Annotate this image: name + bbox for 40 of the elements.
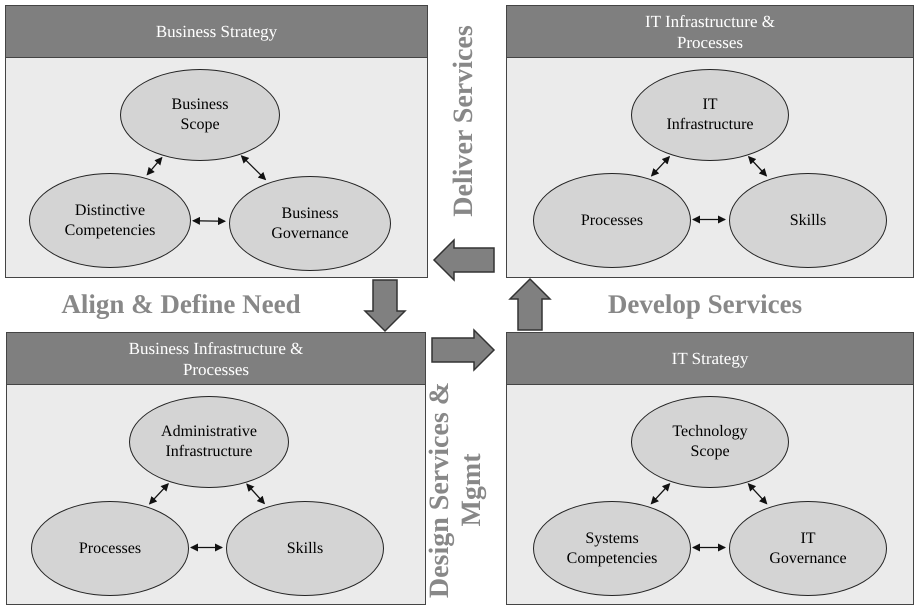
- block-arrow: [431, 328, 496, 372]
- panel-header: IT Infrastructure & Processes: [507, 6, 913, 58]
- double-arrow: [650, 483, 670, 504]
- panel: [6, 332, 426, 605]
- double-arrow: [192, 216, 226, 226]
- double-arrow: [148, 483, 169, 505]
- double-arrow: [246, 483, 266, 504]
- ellipse-node: Business Scope: [120, 69, 280, 161]
- double-arrow: [650, 156, 670, 177]
- panel: [506, 5, 914, 278]
- double-arrow: [146, 156, 162, 176]
- phase-label: Align & Define Need: [60, 288, 302, 321]
- ellipse-node: Distinctive Competencies: [29, 173, 191, 268]
- phase-label: Develop Services: [606, 288, 804, 321]
- ellipse-node: Processes: [533, 173, 691, 268]
- panel-header: Business Infrastructure & Processes: [7, 333, 425, 385]
- ellipse-node: Business Governance: [229, 176, 391, 271]
- double-arrow: [692, 216, 726, 224]
- rotated-label: Deliver Services: [447, 24, 480, 219]
- block-arrow: [432, 238, 495, 282]
- ellipse-node: Systems Competencies: [533, 501, 691, 596]
- panel-header: Business Strategy: [6, 6, 427, 58]
- ellipse-node: Skills: [226, 501, 384, 596]
- ellipse-node: Technology Scope: [631, 396, 789, 488]
- ellipse-node: Skills: [729, 173, 887, 268]
- double-arrow: [240, 155, 266, 180]
- double-arrow: [190, 544, 223, 552]
- ellipse-node: Processes: [31, 501, 189, 596]
- double-arrow: [692, 544, 726, 552]
- rotated-label: Design Services & Mgmt: [424, 380, 488, 600]
- panel-header: IT Strategy: [507, 333, 913, 385]
- double-arrow: [748, 483, 768, 504]
- panel: [506, 332, 914, 605]
- ellipse-node: IT Governance: [729, 501, 887, 596]
- double-arrow: [748, 156, 768, 177]
- ellipse-node: Administrative Infrastructure: [129, 396, 289, 488]
- ellipse-node: IT Infrastructure: [631, 69, 789, 161]
- block-arrow: [363, 279, 407, 332]
- panel: [5, 5, 428, 278]
- block-arrow: [508, 278, 552, 331]
